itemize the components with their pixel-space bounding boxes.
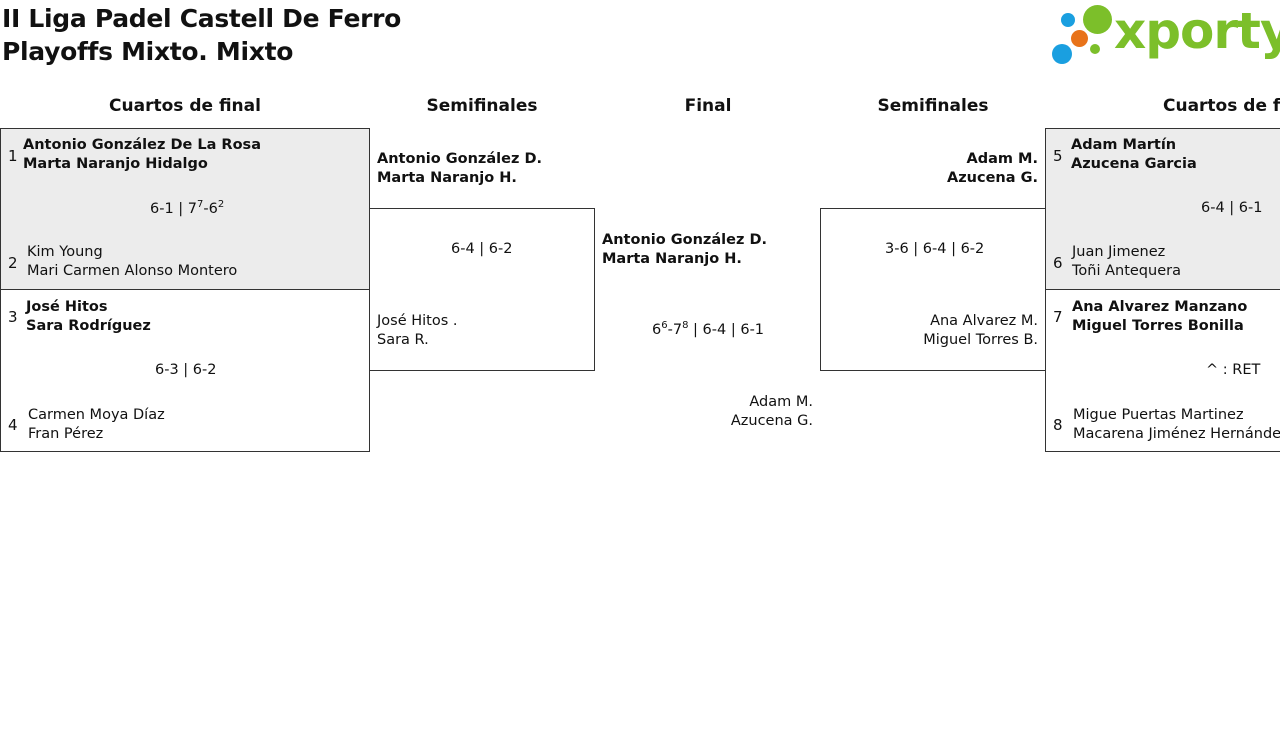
team-player: Fran Pérez (28, 426, 104, 442)
match-sf-left[interactable]: 6-4 | 6-2 José Hitos . Sara R. (369, 208, 595, 371)
seed-number: 1 (8, 147, 18, 165)
match-score: 6-1 | 77-62 (150, 199, 225, 217)
team-player: José Hitos (26, 299, 108, 315)
match-qf-left-1[interactable]: 1 Antonio González De La Rosa Marta Nara… (0, 128, 370, 290)
team-player: Macarena Jiménez Hernández (1073, 426, 1280, 442)
round-header-final: Final (684, 96, 732, 116)
team-player: Mari Carmen Alonso Montero (27, 263, 238, 279)
score-part: -6 (203, 201, 218, 217)
team-player: Antonio González De La Rosa (23, 137, 261, 153)
score-part: | 6-4 | 6-1 (688, 322, 765, 338)
tiebreak-score: 7 (197, 199, 204, 211)
match-score: ^ : RET (1206, 362, 1261, 378)
team-player: Miguel Torres B. (923, 332, 1038, 348)
final-winner-player: Marta Naranjo H. (602, 251, 742, 267)
sf-left-top-player: Marta Naranjo H. (377, 170, 517, 186)
seed-number: 6 (1053, 254, 1063, 272)
seed-number: 7 (1053, 308, 1063, 326)
round-header-left-sf: Semifinales (426, 96, 538, 116)
xporty-logo[interactable]: xporty (1050, 2, 1280, 66)
blue-dot-icon (1052, 44, 1072, 64)
team-player: Miguel Torres Bonilla (1072, 318, 1244, 334)
team-player: Migue Puertas Martinez (1073, 407, 1244, 423)
team-player: Ana Alvarez M. (930, 313, 1038, 329)
match-sf-right[interactable]: 3-6 | 6-4 | 6-2 Ana Alvarez M. Miguel To… (820, 208, 1046, 371)
tiebreak-score: 8 (682, 320, 689, 332)
seed-number: 5 (1053, 147, 1063, 165)
match-score: 6-4 | 6-2 (451, 241, 513, 257)
team-player: Sara R. (377, 332, 429, 348)
tiebreak-score: 6 (661, 320, 668, 332)
team-player: Adam Martín (1071, 137, 1177, 153)
score-part: 6-1 | 7 (150, 201, 198, 217)
page-subtitle: Playoffs Mixto. Mixto (2, 37, 294, 66)
round-header-right-sf: Semifinales (877, 96, 989, 116)
team-player: Carmen Moya Díaz (28, 407, 165, 423)
page-title: II Liga Padel Castell De Ferro (2, 4, 402, 33)
team-player: Toñi Antequera (1072, 263, 1181, 279)
seed-number: 3 (8, 308, 18, 326)
final-score: 66-78 | 6-4 | 6-1 (652, 320, 765, 338)
team-player: José Hitos . (377, 313, 458, 329)
team-player: Marta Naranjo Hidalgo (23, 156, 208, 172)
sf-right-top-player: Azucena G. (947, 170, 1038, 186)
final-runner-player: Azucena G. (730, 413, 813, 429)
team-player: Juan Jimenez (1072, 244, 1166, 260)
green-dot-icon (1090, 44, 1100, 54)
match-qf-right-2[interactable]: 7 Ana Alvarez Manzano Miguel Torres Boni… (1045, 289, 1280, 452)
match-score: 3-6 | 6-4 | 6-2 (885, 241, 985, 257)
logo-wordmark: xporty (1114, 2, 1280, 60)
team-player: Azucena Garcia (1071, 156, 1197, 172)
match-qf-right-1[interactable]: 5 Adam Martín Azucena Garcia 6-4 | 6-1 6… (1045, 128, 1280, 290)
score-part: -7 (667, 322, 683, 338)
match-qf-left-2[interactable]: 3 José Hitos Sara Rodríguez 6-3 | 6-2 4 … (0, 289, 370, 452)
team-player: Ana Alvarez Manzano (1072, 299, 1248, 315)
sf-right-top-player: Adam M. (966, 151, 1038, 167)
blue-dot-icon (1061, 13, 1075, 27)
team-player: Sara Rodríguez (26, 318, 151, 334)
tiebreak-score: 2 (217, 199, 225, 211)
round-header-left-qf: Cuartos de final (109, 96, 261, 116)
score-part: 6 (652, 322, 662, 338)
orange-dot-icon (1071, 30, 1088, 47)
seed-number: 4 (8, 416, 18, 434)
seed-number: 8 (1053, 416, 1063, 434)
final-runner-player: Adam M. (749, 394, 813, 410)
match-score: 6-3 | 6-2 (155, 362, 217, 378)
green-dot-icon (1083, 5, 1112, 34)
round-header-right-qf: Cuartos de final (1163, 96, 1280, 116)
team-player: Kim Young (27, 244, 103, 260)
match-score: 6-4 | 6-1 (1201, 200, 1263, 216)
final-winner-player: Antonio González D. (602, 232, 767, 248)
sf-left-top-player: Antonio González D. (377, 151, 542, 167)
seed-number: 2 (8, 254, 18, 272)
